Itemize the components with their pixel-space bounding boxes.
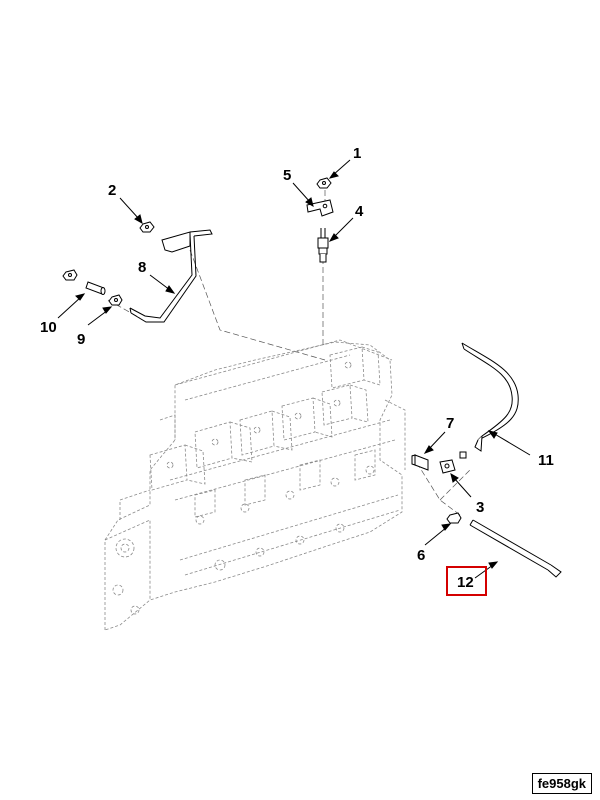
valve-covers: [149, 346, 381, 491]
part-12-tube: [469, 519, 562, 578]
callout-4: 4: [355, 203, 364, 220]
part-5-bracket: [306, 199, 334, 217]
callout-7: 7: [446, 415, 454, 432]
callout-1: 1: [353, 145, 361, 162]
part-1-nut: [316, 177, 332, 189]
callout-5: 5: [283, 167, 291, 184]
callout-12: 12: [457, 574, 474, 591]
part-7-connector: [411, 454, 429, 471]
part-11-hose: [461, 342, 519, 452]
callout-3: 3: [476, 499, 484, 516]
reference-code-label: fe958gk: [531, 773, 592, 794]
part-6-fitting: [446, 512, 462, 524]
callout-12-highlight-box: [446, 566, 487, 596]
part-9-nut: [108, 294, 123, 306]
callout-arrows: [57, 159, 531, 579]
part-2-nut: [139, 221, 155, 233]
callout-2: 2: [108, 182, 116, 199]
callout-11: 11: [538, 452, 554, 469]
part-8-tube-bracket: [129, 229, 213, 323]
engine-block: [104, 339, 406, 631]
part-10-fitting: [62, 269, 78, 281]
callout-10: 10: [40, 319, 57, 336]
part-4-sensor: [317, 228, 329, 263]
callout-6: 6: [417, 547, 425, 564]
part-3-elbow: [439, 451, 467, 474]
callout-9: 9: [77, 331, 85, 348]
callout-8: 8: [138, 259, 146, 276]
part-10-pin: [85, 281, 106, 295]
